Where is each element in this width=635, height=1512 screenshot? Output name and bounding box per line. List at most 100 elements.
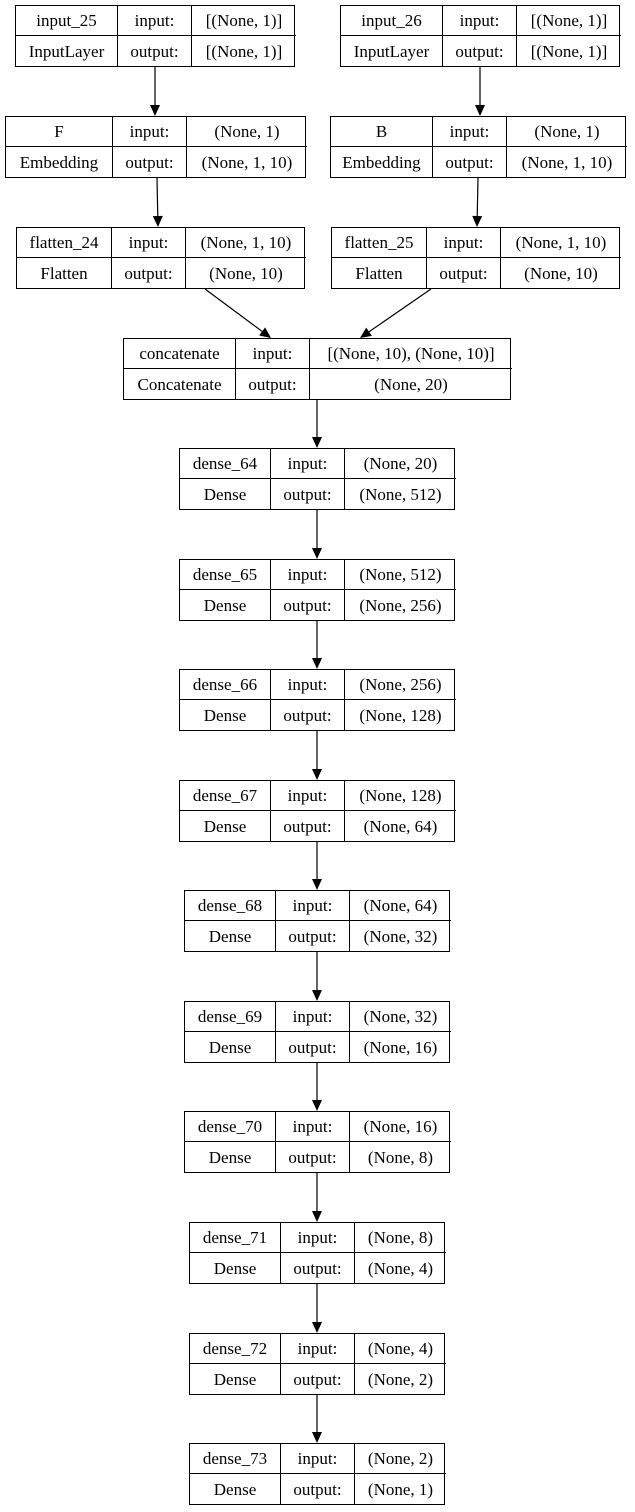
layer-name: dense_70 [185, 1112, 276, 1141]
edge-B-to-flatten-25 [472, 177, 483, 227]
layer-type: Flatten [17, 258, 112, 288]
input-shape: (None, 1, 10) [515, 233, 607, 252]
layer-type: Flatten [332, 258, 427, 288]
edge-input-25-to-F [150, 67, 160, 116]
layer-type: Dense [180, 590, 271, 620]
edge-dense-65-to-dense-66 [312, 621, 322, 669]
output-shape: (None, 128) [359, 705, 442, 725]
input-shape: (None, 1) [534, 122, 600, 141]
edge-dense-66-to-dense-67 [312, 731, 322, 780]
output-shape: (None, 10) [209, 263, 283, 283]
arrowhead-icon [312, 879, 322, 890]
input-label: input: [236, 339, 310, 368]
input-shape: (None, 64) [363, 896, 438, 915]
output-shape: [(None, 1)] [205, 41, 283, 61]
output-label: output: [427, 258, 501, 288]
layer-name: dense_68 [185, 891, 276, 920]
layer-type: Dense [185, 1032, 276, 1062]
arrowhead-icon [312, 990, 322, 1001]
output-label: output: [271, 811, 345, 841]
arrowhead-icon [312, 658, 322, 669]
output-label: output: [113, 147, 187, 177]
input-label: input: [276, 1002, 350, 1031]
edge-flatten-25-to-concatenate [360, 288, 432, 338]
layer-name: dense_65 [180, 560, 271, 589]
output-shape: (None, 16) [363, 1037, 438, 1057]
layer-type: Dense [190, 1253, 281, 1283]
layer-type: Embedding [331, 147, 433, 177]
input-label: input: [271, 449, 345, 478]
layer-type: Dense [180, 479, 271, 509]
edge-line [368, 288, 432, 333]
edge-dense-68-to-dense-69 [312, 952, 322, 1001]
input-label: input: [281, 1223, 355, 1252]
output-label: output: [276, 1032, 350, 1062]
layer-type: Dense [185, 1142, 276, 1172]
input-shape: (None, 20) [363, 454, 438, 473]
input-label: input: [118, 6, 192, 35]
output-label: output: [281, 1474, 355, 1504]
arrowhead-icon [259, 327, 271, 338]
input-label: input: [433, 117, 507, 146]
output-shape: (None, 64) [363, 816, 438, 836]
layer-name: dense_71 [190, 1223, 281, 1252]
input-label: input: [276, 1112, 350, 1141]
edge-dense-67-to-dense-68 [312, 842, 322, 890]
arrowhead-icon [312, 1432, 322, 1443]
output-shape: (None, 4) [367, 1258, 434, 1278]
input-shape: [(None, 1)] [530, 11, 608, 30]
arrowhead-icon [312, 548, 322, 559]
input-shape: (None, 2) [367, 1449, 434, 1468]
arrowhead-icon [312, 437, 322, 448]
output-label: output: [112, 258, 186, 288]
arrowhead-icon [312, 1100, 322, 1111]
input-label: input: [113, 117, 187, 146]
layer-name: flatten_25 [332, 228, 427, 257]
layer-type: Embedding [6, 147, 113, 177]
layer-type: Dense [185, 921, 276, 951]
edge-dense-70-to-dense-71 [312, 1173, 322, 1222]
layer-name: input_25 [16, 6, 118, 35]
output-shape: (None, 32) [363, 926, 438, 946]
edge-F-to-flatten-24 [152, 177, 163, 227]
layer-type: InputLayer [341, 36, 443, 66]
layer-name: dense_64 [180, 449, 271, 478]
arrowhead-icon [472, 215, 483, 227]
arrowhead-icon [152, 215, 163, 227]
output-shape: (None, 512) [359, 484, 442, 504]
layer-type: Dense [180, 811, 271, 841]
edge-line [156, 177, 159, 217]
edge-line [476, 177, 479, 217]
output-shape: (None, 2) [367, 1369, 434, 1389]
input-label: input: [427, 228, 501, 257]
output-shape: (None, 10) [524, 263, 598, 283]
edge-dense-69-to-dense-70 [312, 1063, 322, 1111]
output-label: output: [276, 1142, 350, 1172]
output-shape: (None, 1, 10) [521, 152, 613, 172]
